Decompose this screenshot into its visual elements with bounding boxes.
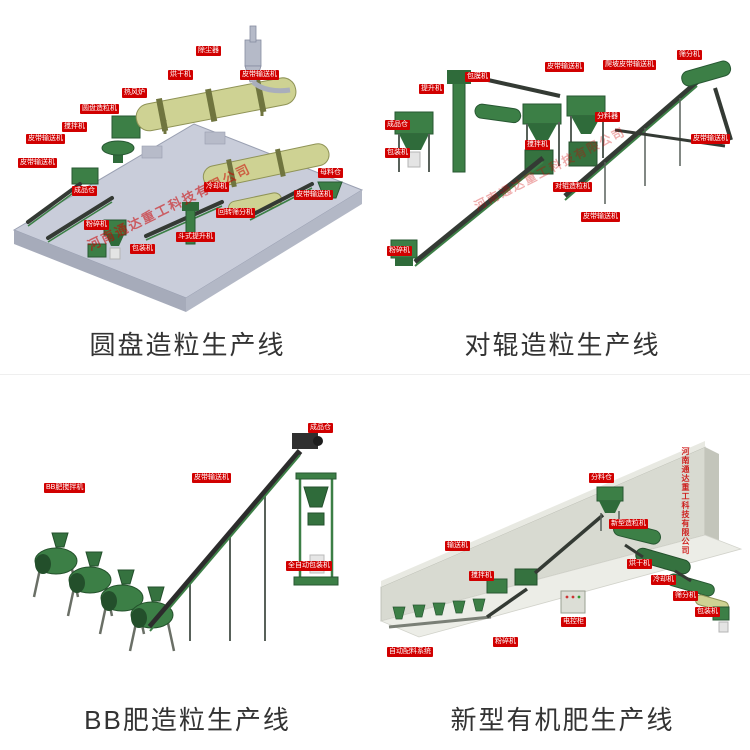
equipment-label: 粉碎机 [493,637,518,648]
equipment-label: 冷却机 [651,575,676,586]
organic-line-illustration: 河南通达重工科技有限公司 分料仓 输送机 新型造粒机 粉碎机 搅拌机 电控柜 自… [375,375,750,687]
equipment-label: 包膜机 [465,72,490,83]
panel-disc-granulation: 河南通达重工科技有限公司 除尘器 烘干机 热风炉 皮带输送机 圆盘造粒机 搅拌机… [0,0,375,375]
caption-bb-fertilizer: BB肥造粒生产线 [84,705,291,735]
equipment-label: BB肥搅拌机 [44,483,86,494]
equipment-label: 包装机 [130,244,155,255]
equipment-label: 新型造粒机 [609,519,648,530]
batching-line [388,598,492,629]
panel-bb-fertilizer: BB肥搅拌机 皮带输送机 成品仓 全自动包装机 BB肥造粒生产线 [0,375,375,750]
equipment-label: 筛分机 [677,50,702,61]
equipment-label: 圆盘造粒机 [80,104,119,115]
caption-organic-fertilizer: 新型有机肥生产线 [450,705,675,735]
equipment-label: 筛分机 [673,591,698,602]
equipment-label: 输送机 [445,541,470,552]
feed-conveyor [413,156,545,267]
mixer [71,167,99,185]
furnace [111,115,141,139]
bb-line-illustration: BB肥搅拌机 皮带输送机 成品仓 全自动包装机 [0,375,375,687]
bucket-elevator [182,202,199,245]
disc-granulator [101,140,135,163]
equipment-label: 粉碎机 [387,246,412,257]
caption-disc-granulation: 圆盘造粒生产线 [89,329,286,360]
coating-drum [474,103,522,124]
roller-line-drawing [390,60,733,267]
equipment-label: 包装机 [695,607,720,618]
equipment-label: 电控柜 [561,617,586,628]
bucket-elevator [447,70,471,173]
organic-line-drawing [379,441,743,638]
equipment-label: 烘干机 [168,70,193,81]
equipment-label: 皮带输送机 [192,473,231,484]
conveyor-head [292,433,323,449]
equipment-label: 提升机 [419,84,444,95]
equipment-label: 搅拌机 [469,571,494,582]
equipment-label: 冷却机 [204,182,229,193]
disc-line-illustration: 河南通达重工科技有限公司 除尘器 烘干机 热风炉 皮带输送机 圆盘造粒机 搅拌机… [0,0,375,312]
roller-line-illustration: 河南通达重工科技有限公司 提升机 包膜机 皮带输送机 爬坡皮带输送机 筛分机 分… [375,0,750,312]
roller-granulators [524,141,598,175]
equipment-label: 母料仓 [318,168,343,179]
equipment-label: 分料器 [595,112,620,123]
dryer-drum [135,77,297,132]
equipment-label: 爬坡皮带输送机 [603,60,656,71]
equipment-label: 自动配料系统 [387,647,433,658]
equipment-label: 热风炉 [122,88,147,99]
bb-mixers [32,532,176,652]
equipment-label: 除尘器 [196,46,221,57]
equipment-label: 皮带输送机 [581,212,620,223]
equipment-label: 搅拌机 [62,122,87,133]
equipment-label: 皮带输送机 [545,62,584,73]
equipment-label: 回转筛分机 [216,208,255,219]
equipment-label: 皮带输送机 [240,70,279,81]
incline-conveyor [563,80,699,204]
crusher [514,568,538,586]
mixer [486,578,508,594]
crusher [87,243,107,258]
equipment-label: 粉碎机 [84,220,109,231]
equipment-label: 皮带输送机 [18,158,57,169]
caption-roller-granulation: 对辊造粒生产线 [464,329,661,360]
equipment-label: 成品仓 [385,120,410,131]
equipment-label: 烘干机 [627,559,652,570]
equipment-label: 皮带输送机 [294,190,333,201]
equipment-label: 搅拌机 [525,140,550,151]
cooler-drum [202,143,330,189]
equipment-label: 皮带输送机 [691,134,730,145]
equipment-label: 包装机 [385,148,410,159]
equipment-label: 对辊造粒机 [553,182,592,193]
screening-machine [681,60,732,87]
panel-organic-fertilizer: 河南通达重工科技有限公司 分料仓 输送机 新型造粒机 粉碎机 搅拌机 电控柜 自… [375,375,750,750]
equipment-label: 全自动包装机 [286,561,332,572]
equipment-label: 分料仓 [589,473,614,484]
panel-roller-granulation: 河南通达重工科技有限公司 提升机 包膜机 皮带输送机 爬坡皮带输送机 筛分机 分… [375,0,750,375]
equipment-label: 成品仓 [308,423,333,434]
equipment-label: 成品仓 [72,186,97,197]
equipment-label: 皮带输送机 [26,134,65,145]
incline-belt-conveyor [147,449,303,641]
equipment-label: 斗式提升机 [176,232,215,243]
control-cabinet [560,590,586,614]
product-bin-and-bagger [103,219,127,260]
disc-line-drawing [12,25,364,312]
bb-line-drawing [32,433,339,652]
